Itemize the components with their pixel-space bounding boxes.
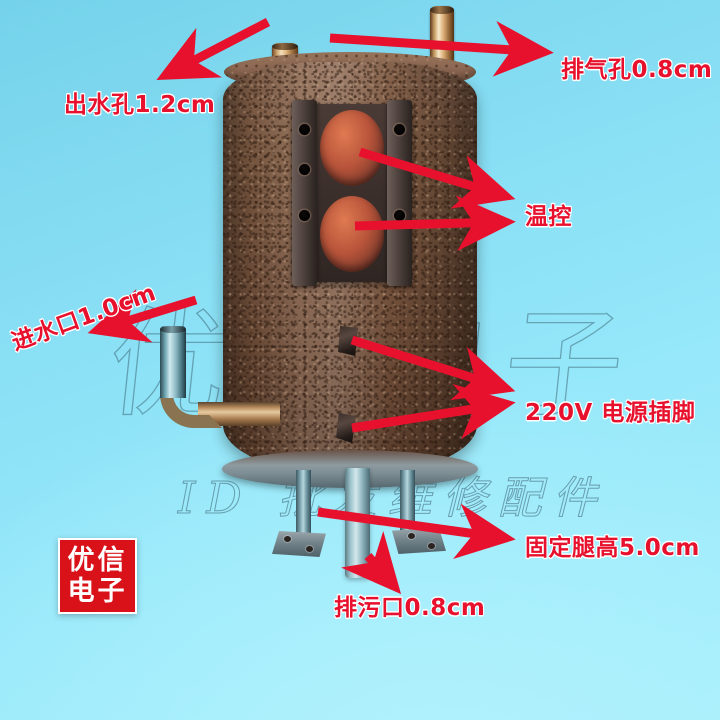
foot-plate-left	[272, 531, 326, 557]
thermostat-bracket-left	[292, 100, 317, 286]
mounting-hole	[394, 210, 405, 221]
brand-badge-line-1: 优信	[67, 545, 128, 576]
thermostat-disc-lower	[320, 196, 384, 272]
power-terminal-upper	[338, 326, 358, 356]
foot-plate-right	[392, 528, 446, 554]
inlet-pipe	[150, 318, 280, 438]
thermostat-disc-upper	[320, 110, 384, 186]
label-thermostat: 温控	[525, 204, 572, 230]
foot-hole	[284, 536, 291, 542]
foot-hole	[408, 533, 415, 539]
foot-hole	[306, 546, 313, 552]
drain-tube	[345, 468, 370, 578]
mounting-hole	[299, 164, 310, 175]
label-power: 220V 电源插脚	[525, 400, 696, 426]
label-vent: 排气孔0.8cm	[561, 57, 713, 83]
label-outlet: 出水孔1.2cm	[64, 92, 216, 118]
mounting-hole	[394, 124, 405, 135]
support-leg-left	[296, 470, 311, 542]
label-drain: 排污口0.8cm	[334, 595, 486, 621]
power-terminal-lower	[336, 413, 356, 443]
brand-badge-line-2: 电子	[67, 576, 128, 607]
inlet-pipe-vertical	[160, 326, 186, 398]
mounting-hole	[299, 124, 310, 135]
foot-hole	[428, 543, 435, 549]
mounting-hole	[299, 210, 310, 221]
label-leg: 固定腿高5.0cm	[525, 535, 700, 561]
thermostat-bracket-right	[387, 100, 412, 286]
brand-badge: 优信 电子	[58, 538, 137, 614]
thermostat-assembly	[292, 100, 412, 286]
